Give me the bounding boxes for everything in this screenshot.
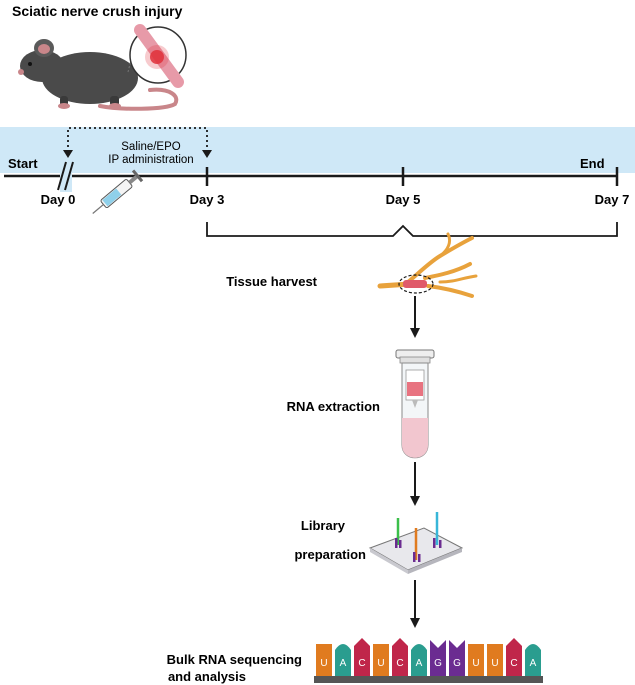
injection-interval-arrow xyxy=(63,127,212,158)
nucleotide-letter-9: U xyxy=(491,658,498,669)
day-label-3: Day 3 xyxy=(190,192,225,207)
step-label-seq-1: Bulk RNA sequencing xyxy=(167,652,302,667)
start-label: Start xyxy=(8,156,38,171)
nucleotide-11 xyxy=(525,644,541,676)
nucleotide-1 xyxy=(335,644,351,676)
sequence-backbone xyxy=(314,676,543,683)
step-label-library-1: Library xyxy=(301,518,346,533)
arrow-2-head xyxy=(410,496,420,506)
syringe-icon xyxy=(92,169,144,214)
nucleotide-6 xyxy=(430,640,446,676)
day-label-0: Day 0 xyxy=(41,192,76,207)
harvest-window-bracket xyxy=(206,222,618,237)
nucleotide-letter-6: G xyxy=(434,658,442,669)
nucleotide-letter-3: U xyxy=(377,658,384,669)
nucleotide-8 xyxy=(468,644,484,676)
end-label: End xyxy=(580,156,605,171)
nucleotide-letter-8: U xyxy=(472,658,479,669)
step-label-rna-extraction: RNA extraction xyxy=(287,399,380,414)
nucleotide-letter-2: C xyxy=(358,658,365,669)
day-label-7: Day 7 xyxy=(595,192,630,207)
timeline-band xyxy=(0,127,635,173)
nucleotide-0 xyxy=(316,644,332,676)
nucleotide-letter-1: A xyxy=(340,658,347,669)
injection-label-1: Saline/EPO xyxy=(121,141,181,153)
nucleotide-2 xyxy=(354,638,370,676)
day-label-5: Day 5 xyxy=(386,192,421,207)
axis-break-icon xyxy=(57,160,74,192)
nerve-tissue-icon xyxy=(377,232,478,298)
nucleotide-letter-4: C xyxy=(396,658,403,669)
nucleotide-5 xyxy=(411,644,427,676)
nucleotide-letter-0: U xyxy=(320,658,327,669)
step-label-tissue-harvest: Tissue harvest xyxy=(226,274,317,289)
nucleotide-letter-5: A xyxy=(416,658,423,669)
library-plate-icon xyxy=(368,512,464,574)
nucleotide-3 xyxy=(373,644,389,676)
step-label-library-2: preparation xyxy=(294,547,366,562)
mouse-illustration xyxy=(18,39,179,111)
nerve-zoom-inset xyxy=(129,24,187,88)
nucleotide-10 xyxy=(506,638,522,676)
diagram-title: Sciatic nerve crush injury xyxy=(12,3,183,19)
nucleotide-letter-7: G xyxy=(453,658,461,669)
nucleotide-4 xyxy=(392,638,408,676)
injection-label-2: IP administration xyxy=(108,154,193,166)
nucleotide-9 xyxy=(487,644,503,676)
arrow-3-head xyxy=(410,618,420,628)
arrow-1-head xyxy=(410,328,420,338)
rna-tube-icon xyxy=(395,349,435,459)
nucleotide-7 xyxy=(449,640,465,676)
nucleotide-letter-11: A xyxy=(530,658,537,669)
nucleotide-letter-10: C xyxy=(510,658,517,669)
step-label-seq-2: and analysis xyxy=(168,669,246,684)
